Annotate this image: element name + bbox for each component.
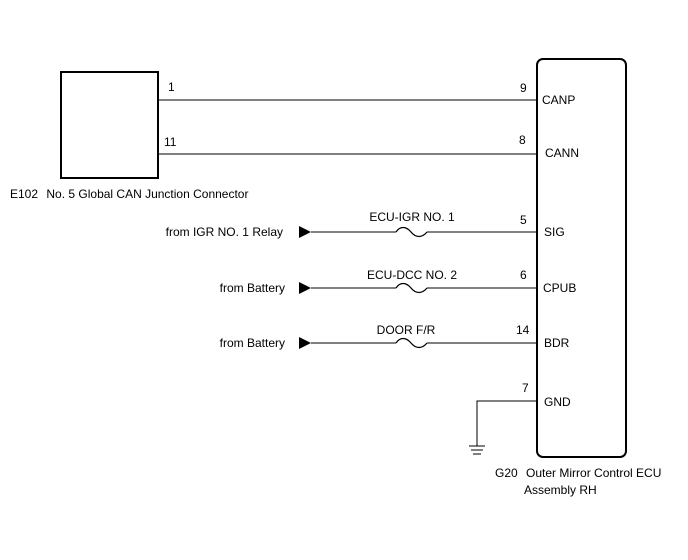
g20-pin-name-cann: CANN	[545, 146, 579, 160]
e102-code: E102	[10, 187, 38, 201]
g20-pin-number-cpub: 6	[520, 268, 527, 282]
g20-pin-number-bdr: 14	[516, 323, 530, 337]
fuse-icon	[395, 226, 428, 238]
g20-name-line1: Outer Mirror Control ECU	[526, 466, 661, 480]
g20-pin-name-sig: SIG	[544, 225, 565, 239]
fuse-icon	[395, 282, 428, 294]
e102-label: E102 No. 5 Global CAN Junction Connector	[10, 187, 248, 201]
g20-pin-number-gnd: 7	[522, 381, 529, 395]
g20-ecu-box	[536, 58, 627, 458]
power-source-label-1: from IGR NO. 1 Relay	[166, 225, 283, 239]
g20-code: G20	[495, 466, 518, 480]
e102-name: No. 5 Global CAN Junction Connector	[46, 187, 248, 201]
g20-pin-number-sig: 5	[520, 213, 527, 227]
g20-pin-number-canp: 9	[520, 81, 527, 95]
g20-pin-name-bdr: BDR	[544, 336, 570, 350]
e102-pin-1: 1	[168, 80, 175, 94]
g20-pin-name-canp: CANP	[542, 93, 575, 107]
g20-name-line2: Assembly RH	[524, 483, 597, 497]
e102-pin-11: 11	[164, 135, 177, 149]
arrow-right-icon	[299, 226, 311, 238]
g20-pin-number-cann: 8	[519, 133, 526, 147]
fuse-label-2: ECU-DCC NO. 2	[367, 268, 457, 282]
fuse-label-1: ECU-IGR NO. 1	[369, 210, 455, 224]
ground-wire	[476, 400, 537, 446]
power-source-label-2: from Battery	[220, 281, 285, 295]
fuse-label-3: DOOR F/R	[377, 323, 436, 337]
arrow-right-icon	[299, 282, 311, 294]
arrow-right-icon	[299, 337, 311, 349]
g20-label-line1: G20 Outer Mirror Control ECU	[495, 466, 661, 480]
power-source-label-3: from Battery	[220, 336, 285, 350]
ground-icon	[469, 445, 485, 455]
e102-connector-box	[60, 71, 159, 179]
g20-pin-name-cpub: CPUB	[543, 281, 576, 295]
g20-pin-name-gnd: GND	[544, 395, 571, 409]
fuse-icon	[395, 337, 428, 349]
